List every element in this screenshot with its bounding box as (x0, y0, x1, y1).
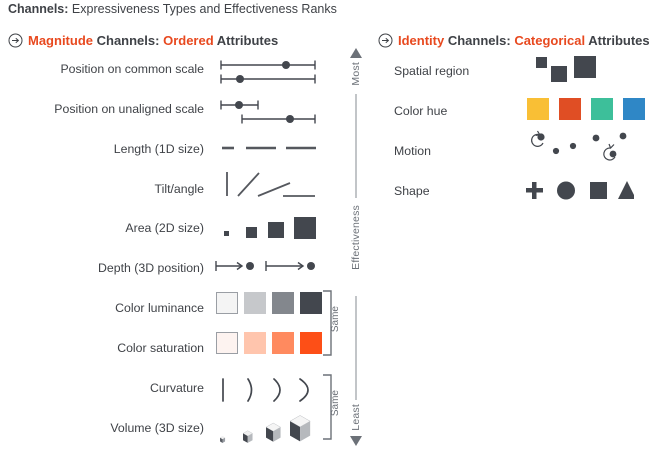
saturation-swatch-1 (216, 332, 238, 354)
channel-label-shape: Shape (394, 184, 430, 198)
header-magnitude-word3: Ordered (163, 33, 214, 48)
glyph-position-common-scale (218, 56, 318, 88)
glyph-length-bars (218, 140, 318, 156)
channel-label-tilt-angle: Tilt/angle (154, 182, 204, 196)
channel-label-length: Length (1D size) (113, 142, 204, 156)
hue-swatch-blue (623, 98, 645, 120)
bracket-same-luminance-saturation (322, 290, 344, 356)
header-magnitude-word1: Magnitude (28, 33, 93, 48)
glyph-motion-dots (522, 130, 637, 166)
glyph-area-squares (218, 212, 318, 244)
page-title-bold: Channels: (8, 2, 69, 16)
channel-label-spatial-region: Spatial region (394, 64, 470, 78)
axis-label-most: Most (350, 62, 362, 86)
page-title: Channels: Expressiveness Types and Effec… (8, 2, 337, 16)
axis-label-effectiveness: Effectiveness (350, 205, 362, 270)
bracket-same-curvature-volume (322, 374, 344, 440)
channel-label-color-luminance: Color luminance (115, 301, 204, 315)
header-identity-word4: Attributes (585, 33, 650, 48)
glyph-volume-cubes (214, 412, 316, 444)
section-header-magnitude: Magnitude Channels: Ordered Attributes (8, 33, 278, 51)
page-title-rest: Expressiveness Types and Effectiveness R… (68, 2, 337, 16)
channel-label-curvature: Curvature (150, 381, 204, 395)
header-magnitude-word2: Channels: (93, 33, 164, 48)
circled-arrow-right-icon (8, 33, 23, 51)
hue-swatch-red (559, 98, 581, 120)
circled-arrow-right-icon (378, 33, 393, 51)
glyph-color-saturation-swatches (216, 332, 322, 354)
luminance-swatch-3 (272, 292, 294, 314)
glyph-color-luminance-swatches (216, 292, 322, 314)
saturation-swatch-3 (272, 332, 294, 354)
channel-label-position-unaligned: Position on unaligned scale (54, 102, 204, 116)
hue-swatch-yellow (527, 98, 549, 120)
glyph-tilt-angle-lines (218, 170, 318, 200)
glyph-depth-arrows (214, 256, 318, 276)
header-identity-word3: Categorical (514, 33, 586, 48)
saturation-swatch-4 (300, 332, 322, 354)
glyph-spatial-region-squares (524, 55, 604, 89)
axis-label-least: Least (350, 404, 362, 431)
section-header-identity: Identity Channels: Categorical Attribute… (378, 33, 650, 51)
header-identity-word1: Identity (398, 33, 445, 48)
effectiveness-axis: Most Effectiveness Least (336, 48, 376, 446)
glyph-position-unaligned-scale (218, 96, 318, 128)
hue-swatch-green (591, 98, 613, 120)
glyph-color-hue-swatches (527, 98, 645, 120)
luminance-swatch-1 (216, 292, 238, 314)
header-magnitude-word4: Attributes (213, 33, 279, 48)
channel-label-volume: Volume (3D size) (110, 421, 204, 435)
channel-label-depth: Depth (3D position) (98, 261, 204, 275)
channel-label-color-hue: Color hue (394, 104, 448, 118)
up-triangle-icon (350, 48, 362, 58)
glyph-curvature-arcs (214, 376, 316, 404)
luminance-swatch-2 (244, 292, 266, 314)
channel-label-area: Area (2D size) (125, 221, 204, 235)
down-triangle-icon (350, 436, 362, 446)
header-identity-word2: Channels: (444, 33, 515, 48)
glyph-shape-symbols (524, 178, 636, 202)
saturation-swatch-2 (244, 332, 266, 354)
channel-label-color-saturation: Color saturation (117, 341, 204, 355)
channel-label-motion: Motion (394, 144, 431, 158)
channel-label-position-common: Position on common scale (60, 62, 204, 76)
luminance-swatch-4 (300, 292, 322, 314)
